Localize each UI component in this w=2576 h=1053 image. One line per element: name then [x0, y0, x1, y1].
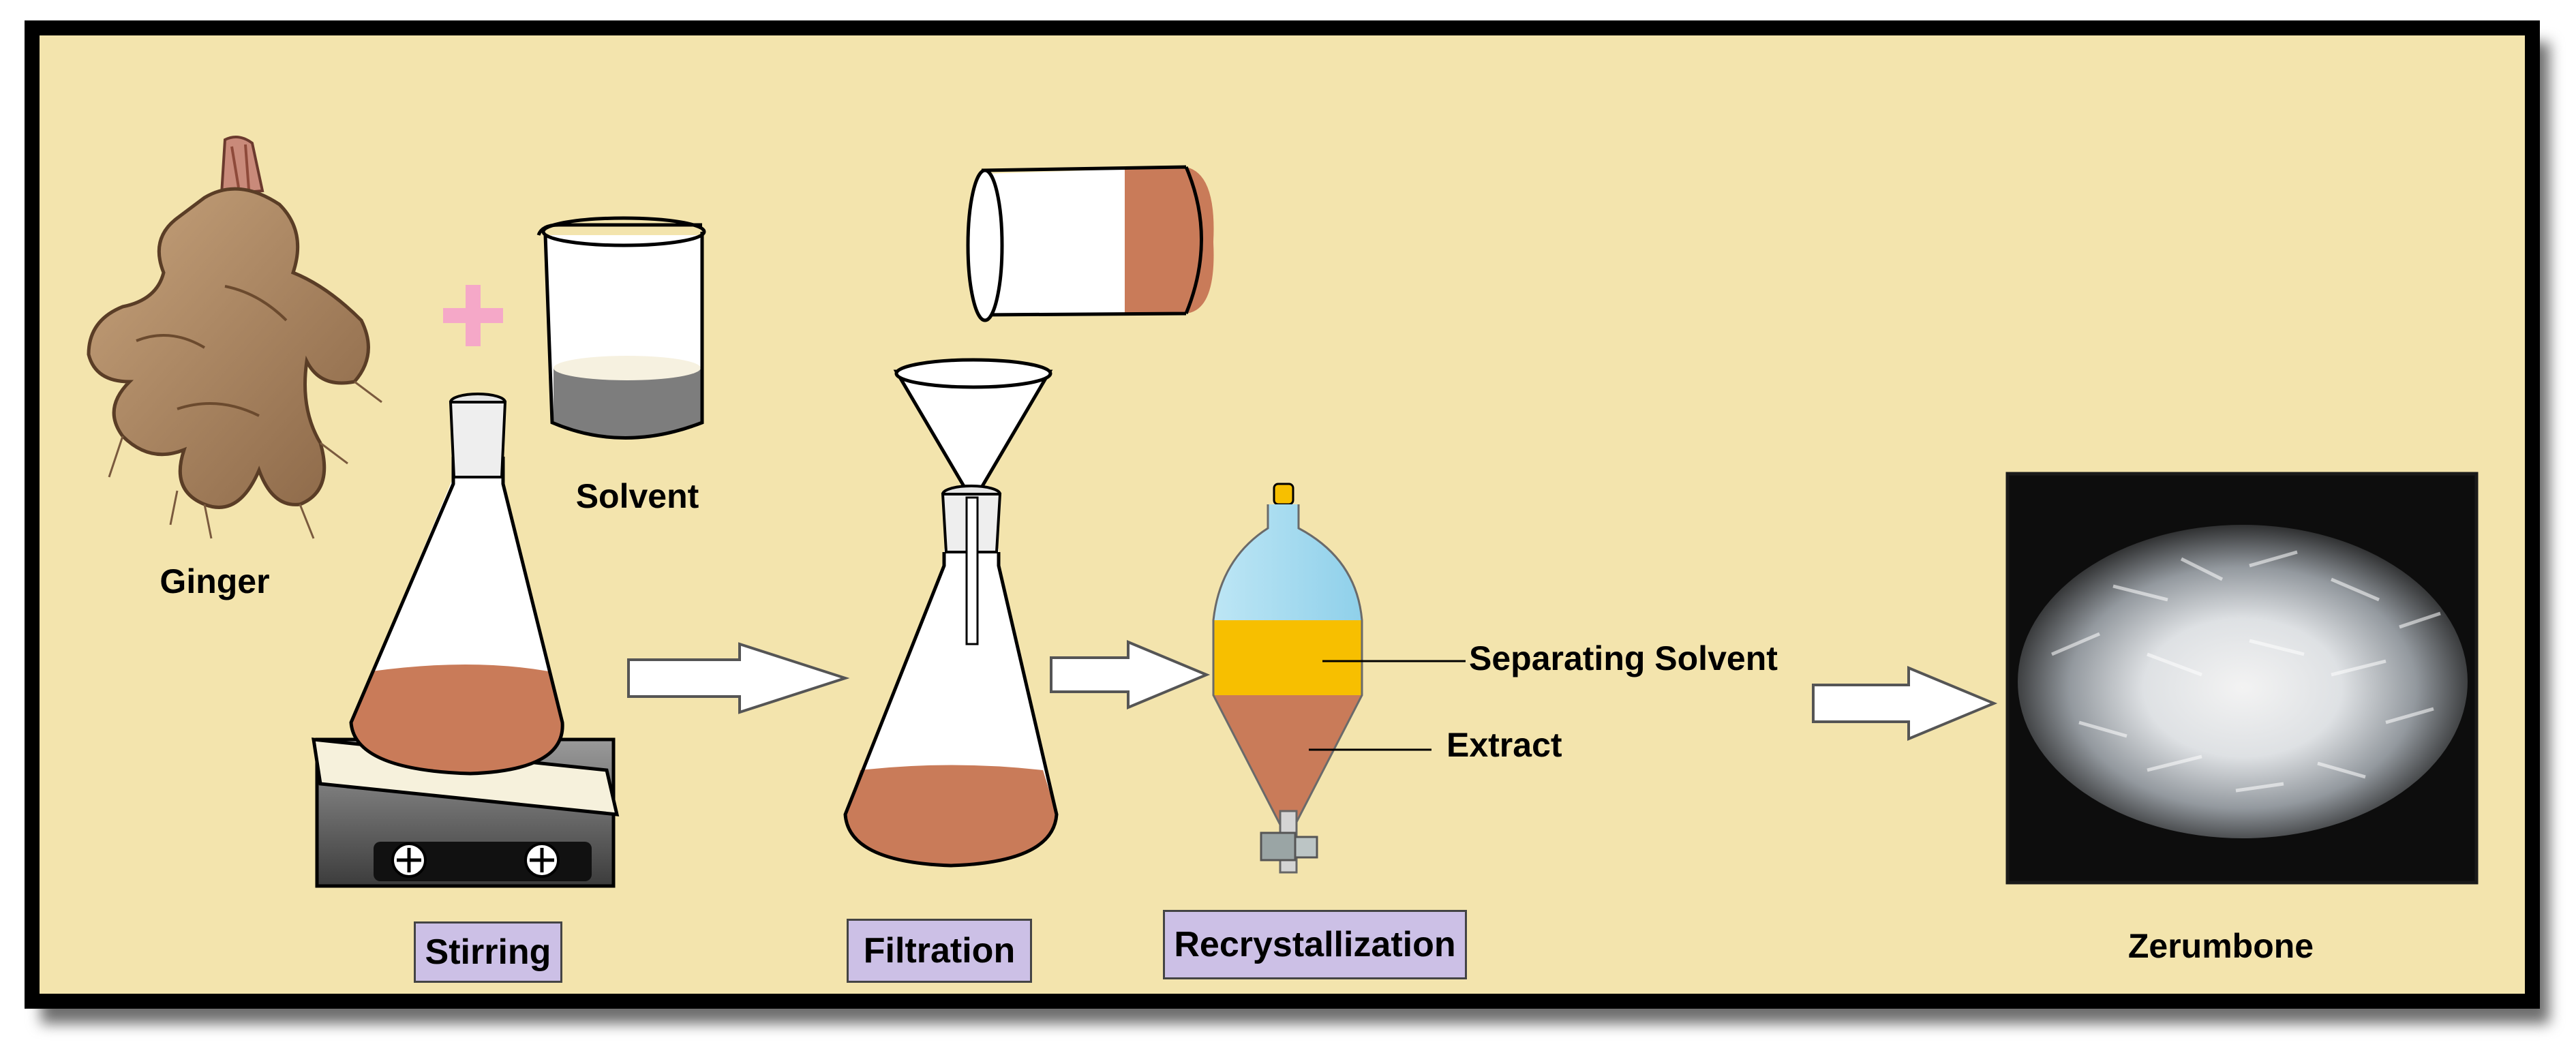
ginger-rhizome-image [87, 136, 382, 539]
diagram-frame [25, 20, 2540, 1009]
zerumbone-label: Zerumbone [2128, 927, 2314, 965]
stirring-flask-icon [349, 393, 564, 776]
ginger-label: Ginger [160, 562, 269, 600]
filtration-flask-icon [843, 485, 1059, 868]
right-arrow-icon [1812, 666, 1998, 741]
right-arrow-icon [1050, 639, 1211, 710]
right-arrow-icon [627, 642, 850, 714]
solvent-beaker-icon [536, 216, 706, 440]
step-recrystallization-box: Recrystallization [1163, 910, 1467, 979]
extract-label: Extract [1446, 726, 1562, 764]
zerumbone-crystals-image [2005, 472, 2479, 885]
step-stirring-box: Stirring [414, 921, 562, 983]
plus-icon [443, 285, 503, 346]
solvent-label: Solvent [576, 477, 699, 515]
separatory-funnel-icon [1212, 483, 1363, 874]
step-filtration-box: Filtration [847, 919, 1032, 983]
separating-solvent-label: Separating Solvent [1469, 639, 1778, 677]
pouring-beaker-icon [966, 165, 1214, 322]
